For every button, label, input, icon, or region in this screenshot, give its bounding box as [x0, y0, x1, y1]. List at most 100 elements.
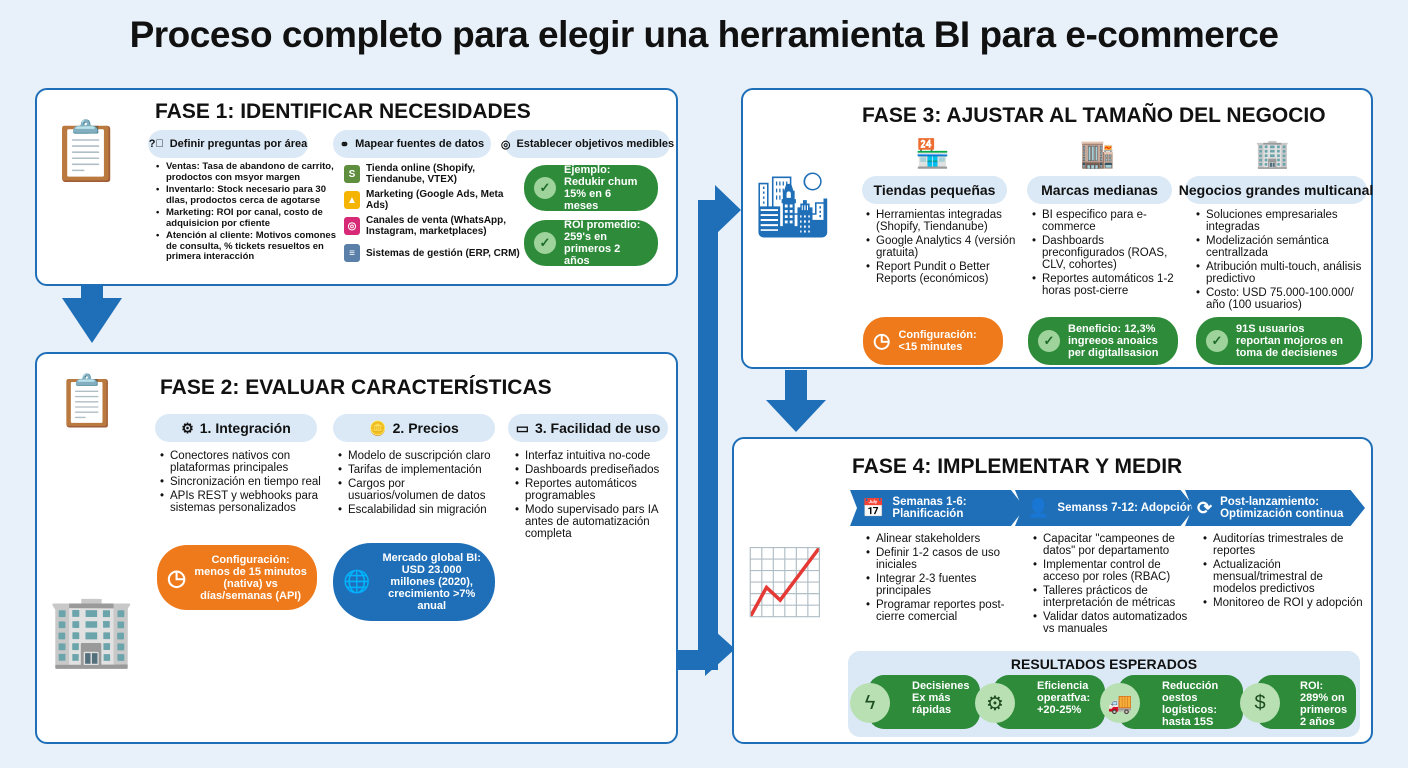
clipboard-search-icon: 📋 [50, 119, 123, 184]
check-icon: ✓ [1206, 330, 1228, 352]
tiendas-list: Herramientas integradas (Shopify, Tienda… [866, 209, 1024, 287]
list-item: Auditorías trimestrales de reportes [1203, 533, 1368, 557]
growth-buildings-icon: 🏙 [752, 169, 834, 241]
network-icon: ⚭ [339, 138, 350, 151]
lightning-icon: ϟ [850, 683, 890, 723]
gear-icon: ⚙ [975, 683, 1015, 723]
money-bag-icon: $ [1240, 683, 1280, 723]
list-item: Modo supervisado pars IA antes de automa… [515, 504, 670, 540]
database-icon: ≡ [344, 244, 360, 262]
instagram-icon: ◎ [344, 217, 360, 235]
negocios-badge: ✓91S usuarios reportan mojoros en toma d… [1196, 317, 1362, 365]
objetivo-badge-1: ✓Ejemplo: Redukir chum 15% en 6 meses [524, 164, 658, 212]
user-check-icon: 👤 [1027, 498, 1050, 518]
fase1-title: FASE 1: IDENTIFICAR NECESIDADES [155, 100, 531, 123]
list-item: Cargos por usuarios/volumen de datos [338, 478, 498, 502]
precios-list: Modelo de suscripción claro Tarifas de i… [338, 450, 498, 518]
list-item: Dashboards prediseñados [515, 464, 670, 476]
facilidad-list: Interfaz intuitiva no-code Dashboards pr… [515, 450, 670, 542]
pill-negocios-grandes: Negocios grandes multicanal [1179, 176, 1373, 204]
pill-marcas-medianas: Marcas medianas [1027, 176, 1172, 204]
small-store-icon: 🏪 [915, 138, 950, 169]
gears-icon: ⚙ [181, 419, 194, 436]
page-title: Proceso completo para elegir una herrami… [129, 14, 1279, 55]
list-item: Soluciones empresariales integradas [1196, 209, 1368, 233]
fuente-canales: ◎Canales de venta (WhatsApp, Instagram, … [344, 215, 520, 237]
integracion-list: Conectores nativos con plataformas princ… [160, 450, 325, 516]
question-icon: ?⃝ [148, 138, 164, 150]
google-ads-icon: ▲ [344, 191, 360, 209]
coins-icon: 🪙 [369, 419, 387, 436]
check-icon: ✓ [534, 177, 556, 199]
pill-precios: 🪙2. Precios [333, 414, 495, 442]
list-item: Programar reportes post-cierre comercial [866, 599, 1021, 623]
step-planificacion: 📅Semanas 1-6: Planificación [850, 490, 1025, 526]
list-item: Modelización semántica centrallzada [1196, 235, 1368, 259]
list-item: Escalabilidad sin migración [338, 504, 498, 516]
list-item: BI especifico para e-commerce [1032, 209, 1182, 233]
truck-icon: 🚚 [1100, 683, 1140, 723]
resultados-title: RESULTADOS ESPERADOS [1010, 656, 1198, 672]
list-item: Talleres prácticos de interpretación de … [1033, 585, 1198, 609]
clock-icon: ◷ [167, 564, 187, 590]
list-item: Tarifas de implementación [338, 464, 498, 476]
pill-mapear-fuentes: ⚭Mapear fuentes de datos [333, 130, 491, 158]
fase4-title: FASE 4: IMPLEMENTAR Y MEDIR [852, 455, 1183, 478]
medium-store-icon: 🏬 [1080, 138, 1115, 169]
adopcion-list: Capacitar "campeones de datos" por depar… [1033, 533, 1198, 637]
list-item: Reportes automáticos programables [515, 478, 670, 502]
preguntas-list: Ventas: Tasa de abandono de carrito, pro… [156, 161, 336, 265]
list-item: Integrar 2-3 fuentes principales [866, 573, 1021, 597]
pill-objetivos: ◎Establecer objetivos medibles [501, 130, 674, 158]
buildings-icon: 🏢 [48, 591, 136, 669]
pill-definir-preguntas: ?⃝Definir preguntas por área [148, 130, 308, 158]
list-item: APIs REST y webhooks para sistemas perso… [160, 490, 325, 514]
negocios-list: Soluciones empresariales integradas Mode… [1196, 209, 1368, 313]
check-icon: ✓ [534, 232, 556, 254]
list-item: Ventas: Tasa de abandono de carrito, pro… [156, 161, 336, 183]
list-item: Definir 1-2 casos de uso iniciales [866, 547, 1021, 571]
objetivo-badge-2: ✓ROI promedio: 259's en primeros 2 años [524, 219, 658, 267]
list-item: Interfaz intuitiva no-code [515, 450, 670, 462]
post-lanzamiento-list: Auditorías trimestrales de reportes Actu… [1203, 533, 1368, 611]
list-item: Google Analytics 4 (versión gratuita) [866, 235, 1024, 259]
list-item: Herramientas integradas (Shopify, Tienda… [866, 209, 1024, 233]
list-item: Reportes automáticos 1-2 horas post-cier… [1032, 273, 1182, 297]
list-item: Monitoreo de ROI y adopción [1203, 597, 1368, 609]
list-item: Implementar control de acceso por roles … [1033, 559, 1198, 583]
list-item: Validar datos automatizados vs manuales [1033, 611, 1198, 635]
list-item: Costo: USD 75.000-100.000/ año (100 usua… [1196, 287, 1368, 311]
pill-integracion: ⚙1. Integración [155, 414, 317, 442]
fase2-title: FASE 2: EVALUAR CARACTERÍSTICAS [160, 376, 552, 399]
clock-icon: ◷ [873, 330, 891, 352]
list-item: Modelo de suscripción claro [338, 450, 498, 462]
step-post-lanzamiento: ⟳Post-lanzamiento: Optimización continua [1185, 490, 1365, 526]
planificacion-list: Alinear stakeholders Definir 1-2 casos d… [866, 533, 1021, 625]
list-item: Conectores nativos con plataformas princ… [160, 450, 325, 474]
list-item: Inventarlo: Stock necesario para 30 dlas… [156, 184, 336, 206]
large-building-icon: 🏢 [1255, 138, 1290, 169]
check-icon: ✓ [1038, 330, 1060, 352]
list-item: Actualización mensual/trimestral de mode… [1203, 559, 1368, 595]
pill-tiendas-pequenas: Tiendas pequeñas [862, 176, 1007, 204]
pill-facilidad: ▭3. Facilidad de uso [508, 414, 668, 442]
tiendas-badge: ◷Configuración: <15 minutes [863, 317, 1003, 365]
gear-chart-icon: 📈 [745, 546, 825, 618]
marcas-badge: ✓Beneficio: 12,3% ingreeos anoaics per d… [1028, 317, 1178, 365]
list-item: Alinear stakeholders [866, 533, 1021, 545]
calendar-icon: 📅 [862, 498, 885, 518]
target-icon: ◎ [500, 138, 511, 151]
window-icon: ▭ [515, 419, 529, 436]
list-item: Report Pundit o Better Reports (económic… [866, 261, 1024, 285]
marcas-list: BI especifico para e-commerce Dashboards… [1032, 209, 1182, 299]
refresh-icon: ⟳ [1197, 498, 1213, 518]
fuente-marketing: ▲Marketing (Google Ads, Meta Ads) [344, 189, 520, 211]
list-item: Marketing: ROI por canal, costo de adqui… [156, 207, 336, 229]
list-item: Dashboards preconfigurados (ROAS, CLV, c… [1032, 235, 1182, 271]
globe-icon: 🌐 [343, 569, 371, 594]
step-adopcion: 👤Semanss 7-12: Adopción [1015, 490, 1195, 526]
configuracion-badge: ◷Configuración: menos de 15 minutos (nat… [157, 545, 317, 610]
list-item: Capacitar "campeones de datos" por depar… [1033, 533, 1198, 557]
shopify-icon: S [344, 165, 360, 183]
